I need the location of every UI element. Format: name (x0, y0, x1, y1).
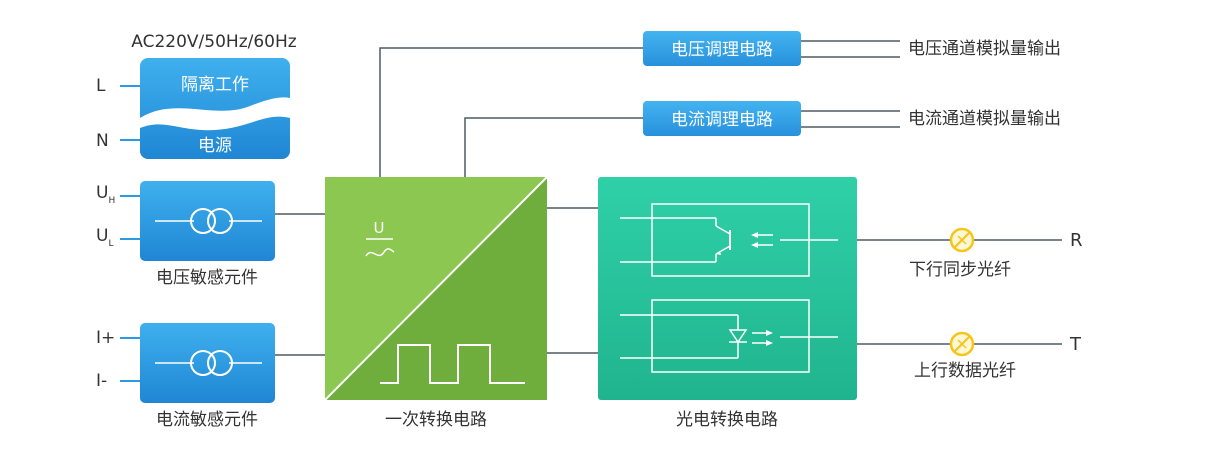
voltage-conditioning-label: 电压调理电路 (671, 40, 773, 60)
terminal-t: T (1069, 334, 1082, 355)
voltage-symbol: U (374, 219, 385, 237)
transformer-icon (190, 208, 216, 234)
primary-converter-box: U (324, 176, 548, 401)
power-title-top: 隔离工作 (181, 75, 249, 95)
pin-n-label: N (96, 131, 109, 151)
isolated-power-supply: 隔离工作 电源 (140, 58, 290, 159)
voltage-conditioning-box: 电压调理电路 (643, 31, 801, 66)
led-icon (620, 299, 838, 373)
ac-wave-icon (365, 248, 395, 257)
power-title-bottom: 电源 (198, 136, 232, 156)
terminal-r: R (1070, 230, 1083, 251)
power-spec: AC220V/50Hz/60Hz (131, 32, 296, 52)
primary-converter-label: 一次转换电路 (385, 410, 487, 430)
phototransistor-icon (620, 203, 838, 277)
optical-converter-label: 光电转换电路 (676, 410, 778, 430)
pin-iminus-label: I- (96, 371, 107, 391)
pin-uh-label: UH (96, 183, 115, 206)
wire-to-current-conditioning (464, 117, 643, 177)
wire-to-voltage-conditioning (379, 47, 643, 177)
current-sensor-box (140, 323, 275, 403)
pin-ul-label: UL (96, 226, 113, 249)
fiber-connector-icon (949, 331, 975, 357)
uplink-fiber-label: 上行数据光纤 (914, 361, 1016, 381)
current-output-label: 电流通道模拟量输出 (908, 109, 1061, 129)
current-conditioning-box: 电流调理电路 (643, 101, 801, 136)
voltage-sensor-box (140, 181, 275, 261)
pin-iplus-label: I+ (96, 328, 115, 348)
pin-l-label: L (96, 76, 106, 96)
downlink-fiber-label: 下行同步光纤 (909, 260, 1011, 280)
pulse-wave-icon (380, 344, 525, 384)
voltage-output-label: 电压通道模拟量输出 (908, 39, 1061, 59)
current-conditioning-label: 电流调理电路 (671, 110, 773, 130)
transformer-icon (190, 350, 216, 376)
voltage-sensor-label: 电压敏感元件 (156, 268, 258, 288)
fiber-connector-icon (949, 227, 975, 253)
optical-converter-box (598, 177, 857, 400)
current-sensor-label: 电流敏感元件 (156, 410, 258, 430)
